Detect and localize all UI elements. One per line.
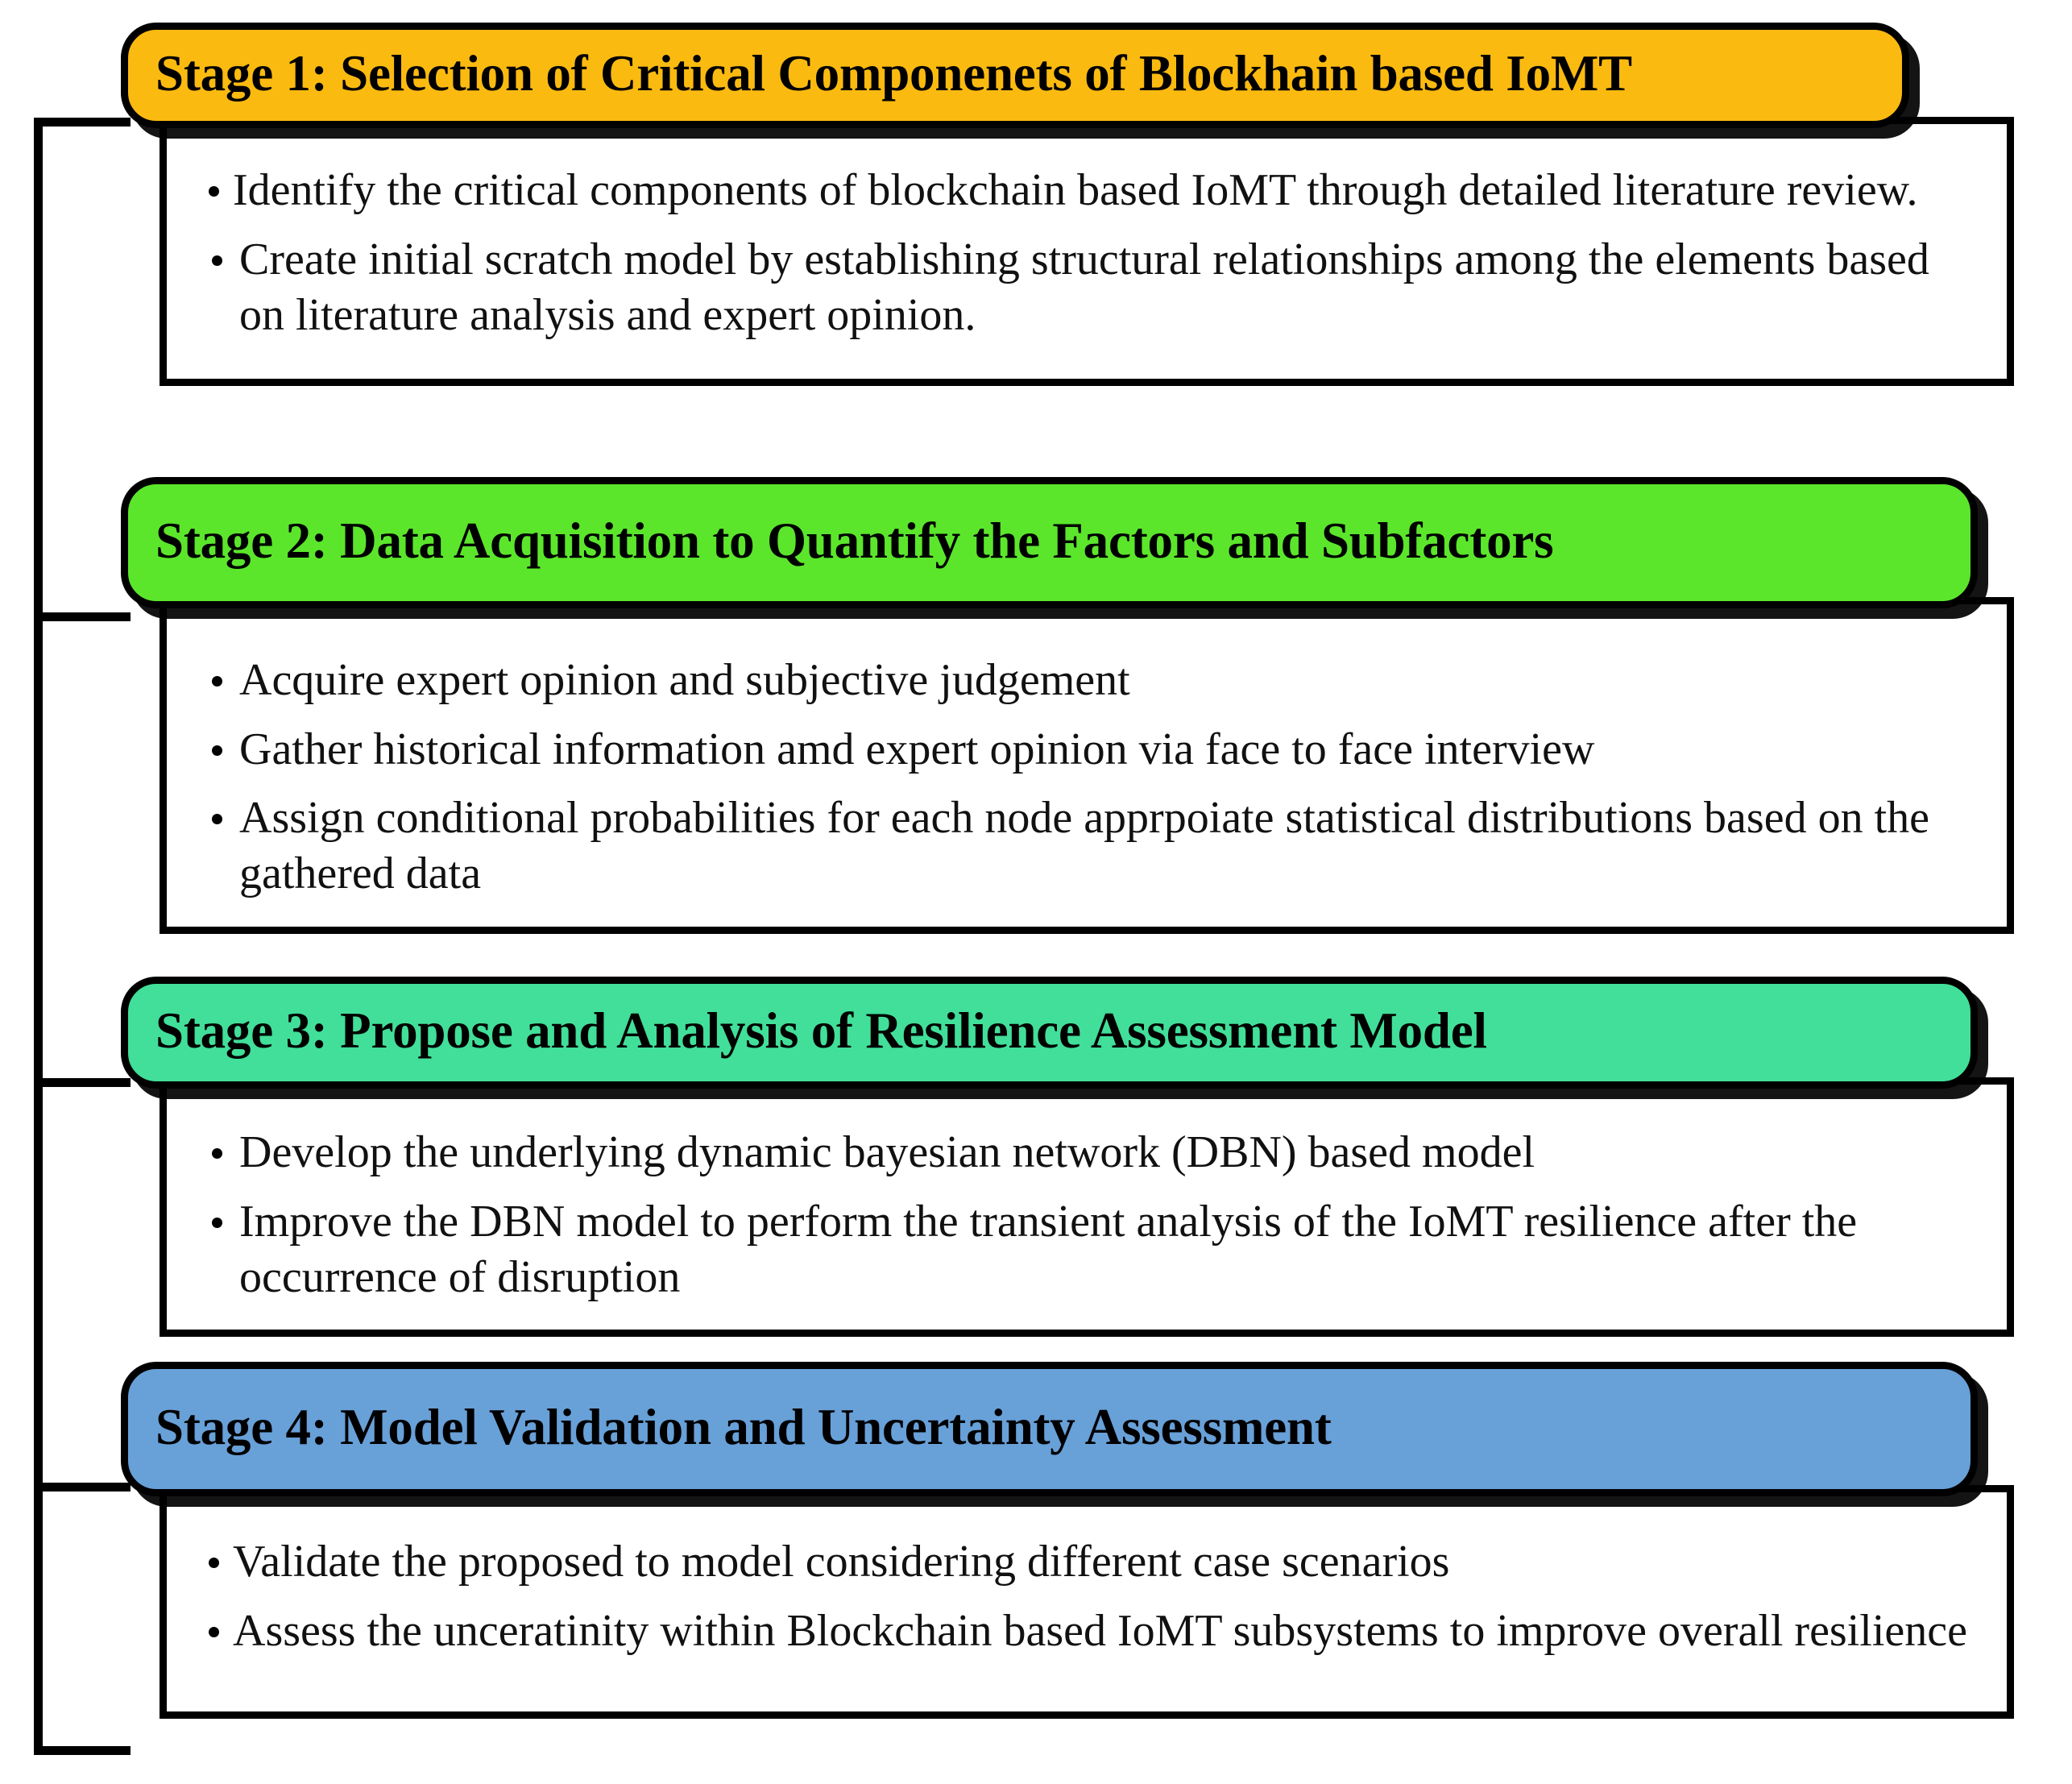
stage-2-bullet-3-text: Assign conditional probabilities for eac…	[239, 792, 1929, 899]
connector-vertical-spine	[34, 118, 43, 1755]
stage-2-bullet-3: Assign conditional probabilities for eac…	[209, 790, 1975, 902]
stage-2-title: Stage 2: Data Acquisition to Quantify th…	[155, 512, 1554, 569]
stage-4-bullet-list: Validate the proposed to model consideri…	[167, 1513, 2007, 1683]
stage-4-bullet-2: Assess the unceratinity within Blockchai…	[209, 1604, 1975, 1659]
connector-branch-stage-1	[34, 118, 131, 127]
bullet-dot-icon	[212, 676, 222, 687]
stage-3-bullet-1-text: Develop the underlying dynamic bayesian …	[239, 1127, 1535, 1178]
stage-2-body: Acquire expert opinion and subjective ju…	[160, 597, 2014, 934]
stage-2-bullet-1-text: Acquire expert opinion and subjective ju…	[239, 655, 1130, 706]
bullet-dot-icon	[212, 814, 222, 825]
bullet-dot-icon	[212, 1148, 222, 1160]
stage-1-bullet-1: Identify the critical components of bloc…	[209, 163, 1975, 218]
bullet-dot-icon	[212, 1217, 222, 1228]
bullet-dot-icon	[212, 745, 222, 756]
stage-1-title: Stage 1: Selection of Critical Componene…	[155, 45, 1632, 102]
stage-4-group: Stage 4: Model Validation and Uncertaint…	[121, 1362, 2014, 1720]
stage-3-title: Stage 3: Propose and Analysis of Resilie…	[155, 1002, 1487, 1059]
bullet-dot-icon	[212, 255, 222, 266]
stage-3-bullet-2: Improve the DBN model to perform the tra…	[209, 1194, 1975, 1306]
stage-2-bullet-list: Acquire expert opinion and subjective ju…	[167, 632, 2007, 927]
stage-1-bullet-2-text: Create initial scratch model by establis…	[239, 234, 1929, 340]
connector-branch-stage-4	[34, 1483, 131, 1492]
stage-2-group: Stage 2: Data Acquisition to Quantify th…	[121, 477, 2014, 934]
stage-2-header[interactable]: Stage 2: Data Acquisition to Quantify th…	[121, 477, 1978, 609]
stage-3-bullet-list: Develop the underlying dynamic bayesian …	[167, 1104, 2007, 1330]
stage-1-header[interactable]: Stage 1: Selection of Critical Componene…	[121, 23, 1909, 129]
stage-3-bullet-1: Develop the underlying dynamic bayesian …	[209, 1125, 1975, 1180]
stage-2-bullet-2: Gather historical information amd expert…	[209, 722, 1975, 778]
bullet-dot-icon	[209, 1558, 219, 1569]
stage-1-body: Identify the critical components of bloc…	[160, 117, 2014, 387]
connector-branch-stage-2	[34, 612, 131, 621]
stage-3-group: Stage 3: Propose and Analysis of Resilie…	[121, 977, 2014, 1338]
connector-branch-bottom	[34, 1746, 131, 1755]
stage-3-body: Develop the underlying dynamic bayesian …	[160, 1077, 2014, 1338]
stage-4-header[interactable]: Stage 4: Model Validation and Uncertaint…	[121, 1362, 1978, 1497]
stage-4-body: Validate the proposed to model consideri…	[160, 1485, 2014, 1720]
stage-3-header[interactable]: Stage 3: Propose and Analysis of Resilie…	[121, 977, 1978, 1089]
stage-1-group: Stage 1: Selection of Critical Componene…	[121, 23, 2014, 387]
bullet-dot-icon	[209, 1626, 219, 1637]
stage-1-bullet-1-text: Identify the critical components of bloc…	[233, 165, 1918, 216]
stage-1-bullet-2: Create initial scratch model by establis…	[209, 232, 1975, 344]
stage-2-bullet-1: Acquire expert opinion and subjective ju…	[209, 653, 1975, 708]
stage-4-bullet-2-text: Assess the unceratinity within Blockchai…	[233, 1605, 1967, 1656]
bullet-dot-icon	[209, 186, 219, 197]
stage-4-bullet-1-text: Validate the proposed to model consideri…	[233, 1537, 1450, 1587]
stage-1-bullet-list: Identify the critical components of bloc…	[167, 142, 2007, 367]
stage-4-bullet-1: Validate the proposed to model consideri…	[209, 1534, 1975, 1590]
connector-branch-stage-3	[34, 1078, 131, 1087]
stage-3-bullet-2-text: Improve the DBN model to perform the tra…	[239, 1196, 1858, 1302]
stage-2-bullet-2-text: Gather historical information amd expert…	[239, 724, 1595, 774]
stage-4-title: Stage 4: Model Validation and Uncertaint…	[155, 1399, 1332, 1455]
